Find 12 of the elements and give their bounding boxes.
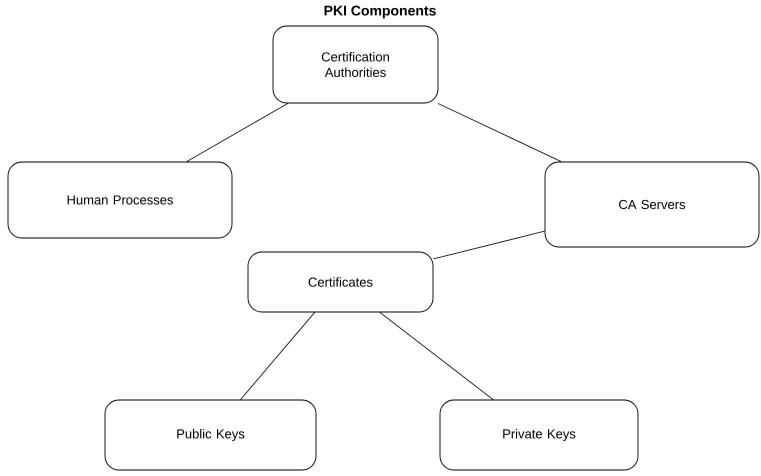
process-box: Certification Authorities (272, 26, 438, 104)
process-box: Private Keys (440, 400, 638, 470)
connector-line (240, 312, 316, 400)
process-box: CA Servers (544, 162, 760, 248)
process-box: Certificates (248, 252, 434, 312)
process-box: Public Keys (104, 400, 316, 470)
connector-line (380, 312, 494, 400)
connector-line (438, 103, 562, 162)
title: PKI Components (324, 6, 436, 18)
process-box: Human Processes (8, 162, 232, 238)
connector-line (186, 103, 288, 162)
connector-line (433, 230, 545, 260)
